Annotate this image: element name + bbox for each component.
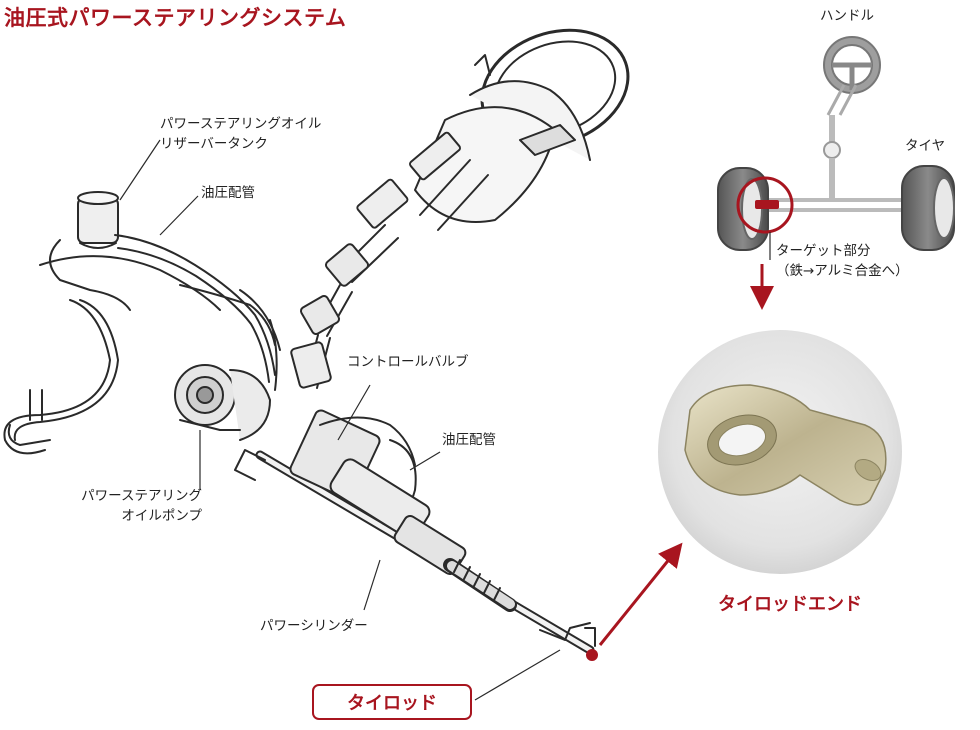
label-power-cylinder: パワーシリンダー <box>260 616 368 636</box>
tie-rod-end-arrow <box>600 552 675 645</box>
schematic-target-part <box>755 200 779 209</box>
steering-system-drawing <box>4 11 644 650</box>
schematic-label-handle: ハンドル <box>820 6 874 26</box>
label-oil-pump-line2: オイルポンプ <box>30 506 202 526</box>
steering-wheel-icon <box>415 11 644 222</box>
reservoir-tank <box>78 192 118 248</box>
label-reservoir-line1: パワーステアリングオイル <box>160 114 321 134</box>
label-control-valve: コントロールバルブ <box>347 352 469 372</box>
schematic-label-tire: タイヤ <box>905 136 945 156</box>
tie-rod-marker <box>586 649 598 661</box>
bellows <box>450 560 510 605</box>
tie-rod-callout: タイロッド <box>312 684 472 720</box>
schematic-label-target-line2: （鉄→アルミ合金へ） <box>776 261 909 281</box>
tie-rod-end-photo <box>658 330 902 574</box>
label-hydraulic-pipe-top: 油圧配管 <box>201 183 255 203</box>
photo-caption: タイロッドエンド <box>700 590 880 616</box>
schematic-handle-icon <box>824 37 880 93</box>
label-oil-pump: パワーステアリング オイルポンプ <box>30 486 202 526</box>
rack-assembly <box>235 408 595 650</box>
label-reservoir: パワーステアリングオイル リザーバータンク <box>160 114 321 154</box>
schematic-label-target: ターゲット部分 （鉄→アルミ合金へ） <box>776 241 909 281</box>
oil-pump <box>175 365 270 440</box>
label-hydraulic-pipe-right: 油圧配管 <box>442 430 496 450</box>
schematic-label-target-line1: ターゲット部分 <box>776 241 909 261</box>
label-oil-pump-line1: パワーステアリング <box>30 486 202 506</box>
label-reservoir-line2: リザーバータンク <box>160 134 321 154</box>
schematic-tire-right <box>902 166 954 250</box>
